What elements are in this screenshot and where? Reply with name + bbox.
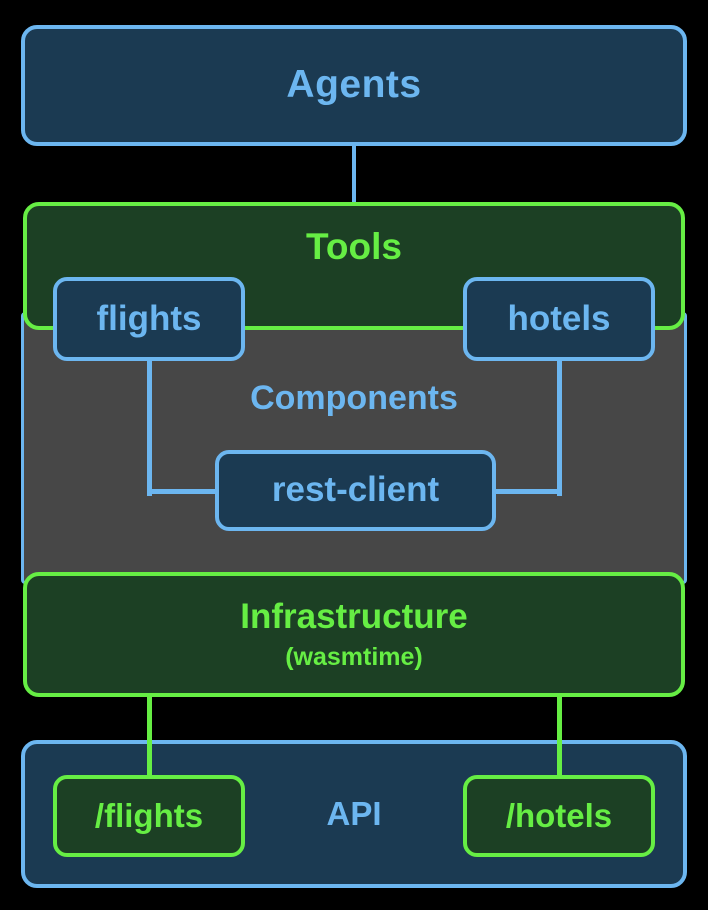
- connector-flights-to-rest-client: [147, 489, 222, 494]
- node-hotels[interactable]: hotels: [463, 277, 655, 361]
- api-label: API: [326, 794, 382, 832]
- node-api-hotels-label: /hotels: [505, 796, 613, 834]
- node-api-hotels-endpoint[interactable]: /hotels: [463, 775, 655, 857]
- node-api-flights-label: /flights: [94, 796, 204, 834]
- components-label: Components: [250, 379, 458, 417]
- node-hotels-label: hotels: [507, 298, 611, 338]
- connector-hotels-vertical: [557, 355, 562, 496]
- layer-infrastructure[interactable]: Infrastructure (wasmtime): [23, 572, 685, 697]
- node-rest-client-label: rest-client: [271, 470, 440, 510]
- node-rest-client[interactable]: rest-client: [215, 450, 496, 531]
- connector-flights-vertical: [147, 355, 152, 496]
- infrastructure-label: Infrastructure: [240, 597, 468, 636]
- connector-infrastructure-to-api-flights: [147, 693, 152, 779]
- connector-hotels-to-rest-client: [489, 489, 562, 494]
- node-flights[interactable]: flights: [53, 277, 245, 361]
- tools-label: Tools: [306, 226, 402, 267]
- agents-label: Agents: [286, 63, 422, 107]
- node-flights-label: flights: [96, 298, 202, 338]
- node-api-flights-endpoint[interactable]: /flights: [53, 775, 245, 857]
- connector-infrastructure-to-api-hotels: [557, 693, 562, 779]
- layer-agents[interactable]: Agents: [21, 25, 687, 146]
- infrastructure-sublabel: (wasmtime): [285, 642, 423, 671]
- connector-agents-to-tools: [352, 146, 356, 204]
